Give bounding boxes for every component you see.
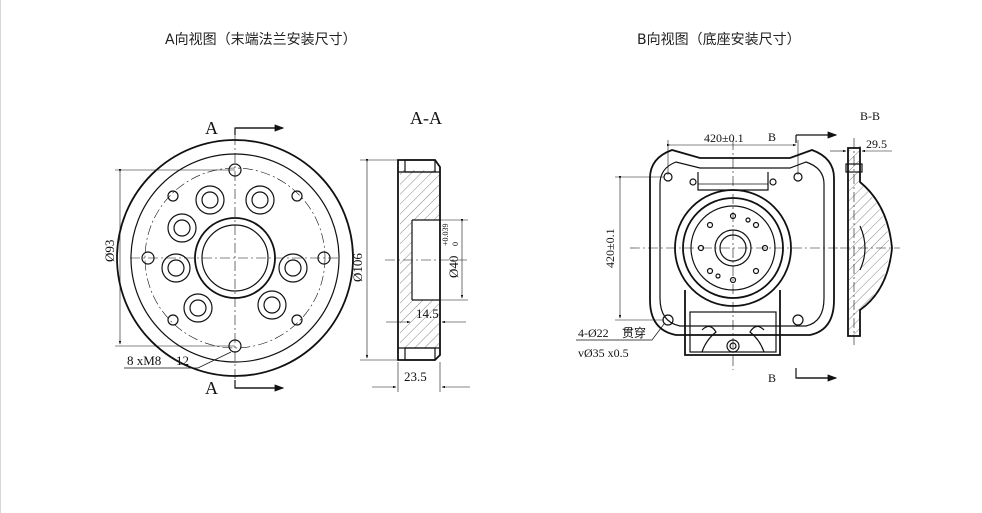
view-a-title: A向视图（末端法兰安装尺寸） — [165, 32, 357, 48]
section-mark-a-top: A — [205, 118, 218, 138]
bolt-spec-note: 8 xM8 — [127, 353, 161, 368]
dim-depth-29-5: 29.5 — [866, 137, 887, 151]
section-bb-label: B-B — [860, 109, 880, 123]
dim-thickness-23-5: 23.5 — [404, 369, 427, 384]
bolt-depth-note: 12 — [176, 353, 189, 368]
base-disc-holes — [697, 212, 769, 284]
dim-dia-93: Ø93 — [102, 240, 117, 262]
hole-note-suffix: 贯穿 — [622, 325, 646, 340]
dim-depth-14-5: 14.5 — [416, 306, 439, 321]
section-aa-label: A-A — [410, 108, 442, 128]
left-frame-border — [0, 0, 1, 513]
section-mark-b-top: B — [768, 130, 776, 144]
dim-width-420: 420±0.1 — [704, 131, 744, 145]
tol-lower: 0 — [451, 242, 460, 246]
section-mark-b-bottom: B — [768, 371, 776, 385]
counterbore-note: vØ35 x0.5 — [578, 346, 629, 360]
section-aa: A-A Ø106 Ø40 +0.039 0 14.5 — [350, 108, 470, 392]
flange-bolt-holes — [161, 185, 308, 323]
section-bb: B-B 29.5 — [830, 109, 900, 345]
view-b-title: B向视图（底座安装尺寸） — [637, 32, 801, 48]
view-a-flange: Ø93 A A 8 xM8 12 — [102, 118, 354, 398]
hole-note: 4-Ø22 — [578, 326, 609, 340]
dim-height-420: 420±0.1 — [603, 228, 617, 268]
dim-dia-40: Ø40 — [446, 256, 461, 278]
view-b-base: 420±0.1 B B 420±0.1 4-Ø22 贯穿 vØ35 x0.5 — [576, 130, 840, 385]
dim-dia-106: Ø106 — [350, 253, 365, 282]
section-mark-a-bottom: A — [205, 378, 218, 398]
tol-upper: +0.039 — [441, 223, 450, 246]
